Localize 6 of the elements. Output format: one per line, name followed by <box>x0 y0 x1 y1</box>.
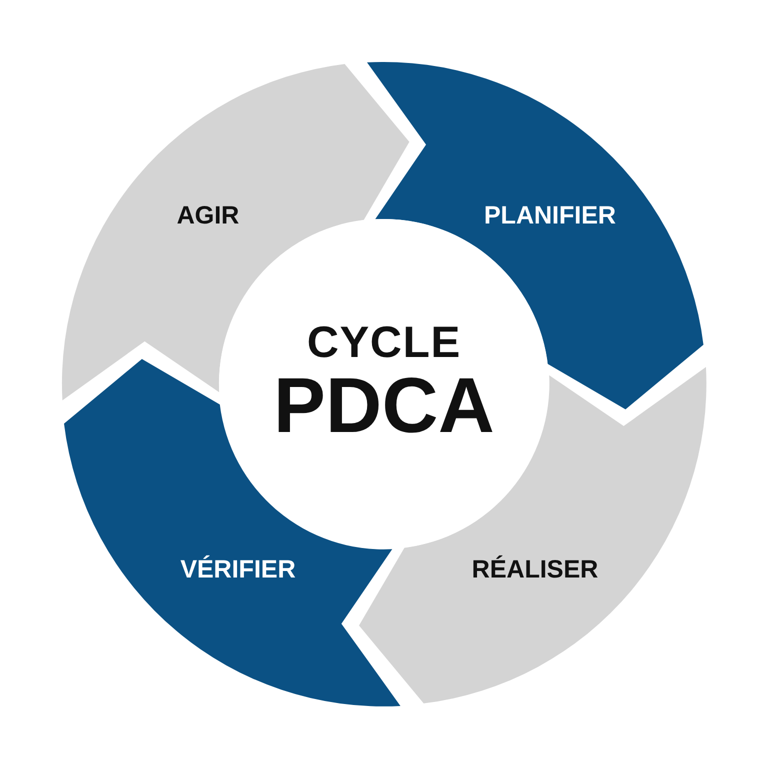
phase-label: AGIR <box>176 201 240 230</box>
center-heading: CYCLE <box>306 321 462 366</box>
phase-label: PLANIFIER <box>484 201 616 230</box>
phase-label: RÉALISER <box>472 555 598 584</box>
phase-label: VÉRIFIER <box>180 555 296 584</box>
center-title: PDCA <box>273 365 494 447</box>
